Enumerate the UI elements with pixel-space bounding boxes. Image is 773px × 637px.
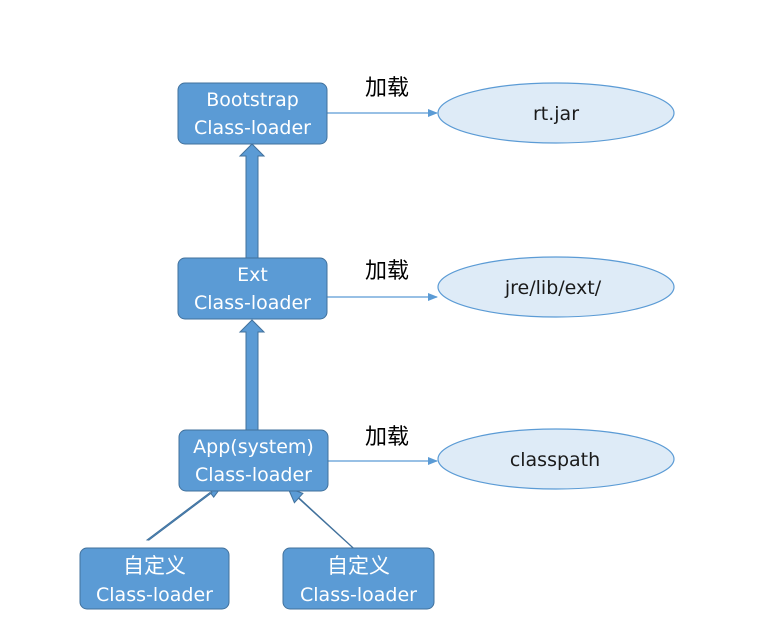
app-node-line1: App(system) — [193, 436, 314, 458]
ext-node-line2: Class-loader — [194, 292, 311, 314]
custom-left-node-line2: Class-loader — [96, 584, 213, 606]
edge-label-app: 加载 — [365, 425, 409, 450]
edge-label-ext: 加载 — [365, 259, 409, 284]
classpath-ellipse: classpath — [437, 428, 675, 490]
arrow-custom-left-to-app — [145, 485, 224, 541]
custom-classloader-node-left: 自定义 Class-loader — [79, 547, 230, 610]
custom-right-node-line1: 自定义 — [327, 554, 390, 578]
arrow-app-to-ext — [238, 319, 266, 431]
app-node-line2: Class-loader — [195, 464, 312, 486]
jre-lib-ext-ellipse: jre/lib/ext/ — [437, 256, 675, 318]
custom-left-node-line1: 自定义 — [123, 554, 186, 578]
rt-jar-ellipse: rt.jar — [437, 82, 675, 144]
rt-jar-label: rt.jar — [533, 103, 579, 125]
jre-lib-ext-label: jre/lib/ext/ — [504, 277, 602, 299]
bootstrap-node-line2: Class-loader — [194, 117, 311, 139]
bootstrap-node-line1: Bootstrap — [206, 89, 299, 111]
app-classloader-node: App(system) Class-loader — [178, 429, 329, 492]
classpath-label: classpath — [510, 449, 600, 471]
ext-classloader-node: Ext Class-loader — [177, 257, 328, 320]
custom-right-node-line2: Class-loader — [300, 584, 417, 606]
arrow-custom-right-to-app — [287, 487, 362, 556]
edge-label-bootstrap: 加载 — [365, 76, 409, 101]
custom-classloader-node-right: 自定义 Class-loader — [282, 547, 435, 610]
bootstrap-classloader-node: Bootstrap Class-loader — [177, 82, 328, 145]
arrow-ext-to-bootstrap — [238, 143, 266, 259]
ext-node-line1: Ext — [237, 264, 268, 286]
